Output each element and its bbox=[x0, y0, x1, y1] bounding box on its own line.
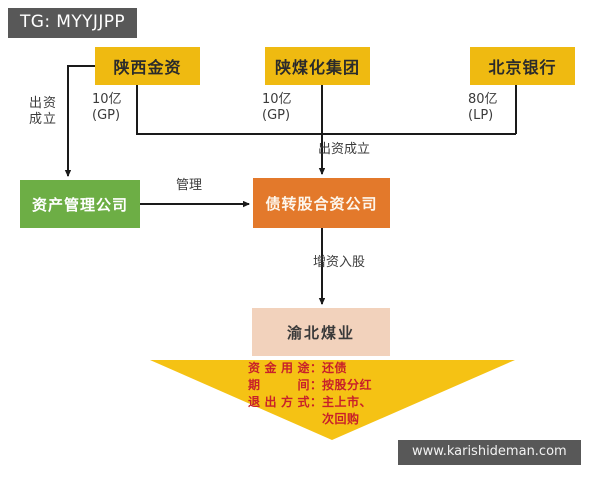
edge-label-chuzi-chengli-left: 出资 成立 bbox=[28, 96, 57, 128]
edge-label-chuzi-chengli-mid: 出资成立 bbox=[318, 142, 371, 157]
node-shaanxi-jinzi-label: 陕西金资 bbox=[113, 58, 182, 77]
arrow-note-key: 退出方式 bbox=[248, 395, 310, 409]
node-yubei-coal[interactable]: 渝北煤业 bbox=[252, 308, 390, 356]
edge-label-guanli: 管理 bbox=[176, 178, 203, 193]
tg-banner: TG: MYYJJPP bbox=[8, 8, 138, 38]
arrow-note-colon: ： bbox=[310, 361, 323, 375]
node-asset-management-company-label: 资产管理公司 bbox=[31, 195, 128, 214]
arrow-note-colon: ： bbox=[310, 378, 323, 392]
arrow-note-row: 资金用途：还债 bbox=[248, 360, 372, 377]
node-shanmeihua-group[interactable]: 陕煤化集团 bbox=[265, 47, 370, 85]
node-shaanxi-jinzi[interactable]: 陕西金资 bbox=[95, 47, 200, 85]
node-debt-equity-jv-company[interactable]: 债转股合资公司 bbox=[253, 178, 390, 228]
node-asset-management-company[interactable]: 资产管理公司 bbox=[20, 180, 140, 228]
arrow-note-value: 次回购 bbox=[322, 412, 360, 426]
arrow-note-row: 退出方式：主上市、 bbox=[248, 394, 372, 411]
edge-label-amount-gp-1: 10亿 (GP) bbox=[92, 92, 122, 124]
arrow-note-value: 还债 bbox=[322, 361, 348, 375]
arrow-note-row: ：次回购 bbox=[248, 411, 372, 428]
edge-label-amount-lp: 80亿 (LP) bbox=[468, 92, 498, 124]
edge-label-amount-gp-2: 10亿 (GP) bbox=[262, 92, 292, 124]
arrow-note-colon: ： bbox=[310, 395, 323, 409]
arrow-note-value: 主上市、 bbox=[322, 395, 373, 409]
node-shanmeihua-group-label: 陕煤化集团 bbox=[274, 58, 360, 77]
node-yubei-coal-label: 渝北煤业 bbox=[286, 323, 355, 342]
arrow-note-key: 期间 bbox=[248, 378, 310, 392]
arrow-note-row: 期间：按股分红 bbox=[248, 377, 372, 394]
node-debt-equity-jv-company-label: 债转股合资公司 bbox=[265, 194, 378, 213]
arrow-note-value: 按股分红 bbox=[322, 378, 373, 392]
node-beijing-bank-label: 北京银行 bbox=[488, 58, 557, 77]
node-beijing-bank[interactable]: 北京银行 bbox=[470, 47, 575, 85]
arrow-note-key: 资金用途 bbox=[248, 361, 310, 375]
edge-label-zengzi-rugu: 增资入股 bbox=[313, 255, 366, 270]
watermark: www.karishideman.com bbox=[398, 440, 581, 466]
